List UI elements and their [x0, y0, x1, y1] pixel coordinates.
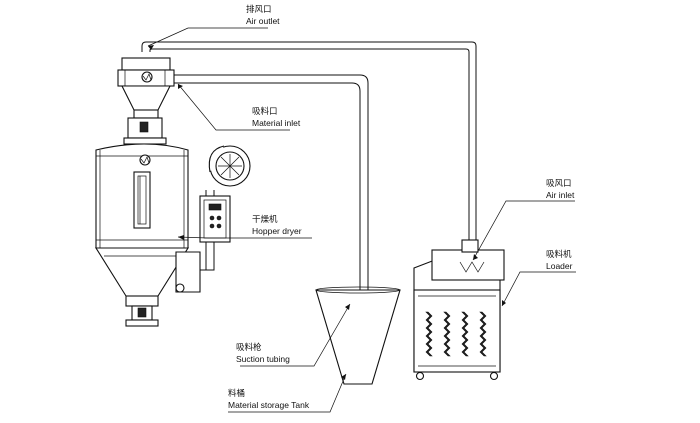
label-air-outlet: 排风口 Air outlet	[246, 4, 280, 26]
air-inlet-label-cn: 吸风口	[546, 179, 572, 189]
label-material-storage-tank: 料桶 Material storage Tank	[228, 388, 310, 410]
label-material-inlet: 吸料口 Material inlet	[252, 106, 301, 128]
label-loader: 吸料机 Loader	[546, 249, 573, 271]
hopper-dryer-label-cn: 干燥机	[252, 214, 278, 225]
callout-leaders	[147, 27, 576, 413]
hopper-dryer	[95, 57, 215, 327]
blower	[208, 145, 251, 187]
loader	[413, 239, 505, 381]
air-inlet-label-en: Air inlet	[546, 190, 575, 200]
control-box	[199, 195, 231, 243]
material-inlet-label-en: Material inlet	[252, 118, 301, 128]
label-suction-tubing: 吸料枪 Suction tubing	[236, 342, 290, 364]
suction-tubing-label-cn: 吸料枪	[236, 342, 262, 353]
label-hopper-dryer: 干燥机 Hopper dryer	[252, 214, 302, 236]
loader-label-cn: 吸料机	[546, 249, 572, 260]
storage-tank-label-en: Material storage Tank	[228, 400, 310, 410]
suction-tubing-label-en: Suction tubing	[236, 354, 290, 364]
air-outlet-label-cn: 排风口	[246, 4, 272, 15]
label-air-inlet: 吸风口 Air inlet	[546, 179, 575, 200]
air-outlet-label-en: Air outlet	[246, 16, 280, 26]
storage-tank-label-cn: 料桶	[228, 388, 245, 399]
loader-label-en: Loader	[546, 261, 573, 271]
hopper-dryer-label-en: Hopper dryer	[252, 226, 302, 236]
storage-tank	[315, 286, 401, 385]
material-inlet-label-cn: 吸料口	[252, 106, 278, 117]
air-pipe	[141, 41, 477, 240]
